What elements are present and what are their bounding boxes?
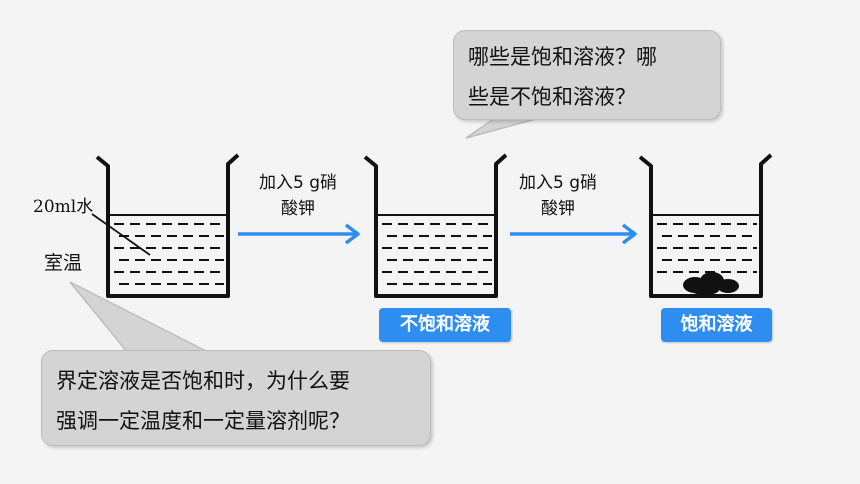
step-1-label: 加入5 g硝 酸钾: [248, 170, 348, 222]
volume-label: 20ml水: [33, 197, 94, 217]
top-bubble-line-1: 哪些是饱和溶液？哪: [468, 45, 657, 69]
temperature-label: 室温: [44, 252, 83, 274]
bottom-bubble-line-1: 界定溶液是否饱和时，为什么要: [56, 369, 350, 393]
step-2-line-2: 酸钾: [541, 199, 575, 219]
step-1-line-2: 酸钾: [281, 199, 315, 219]
step-1-line-1: 加入5 g硝: [258, 173, 337, 193]
bottom-bubble-line-2: 强调一定温度和一定量溶剂呢？: [56, 409, 350, 433]
top-bubble-line-2: 些是不饱和溶液？: [468, 85, 636, 109]
top-speech-bubble: 哪些是饱和溶液？哪 些是不饱和溶液？: [453, 30, 721, 120]
undissolved-solid: [683, 272, 739, 295]
step-2-label: 加入5 g硝 酸钾: [508, 170, 608, 222]
bottom-speech-bubble: 界定溶液是否饱和时，为什么要 强调一定温度和一定量溶剂呢？: [41, 350, 431, 446]
unsaturated-solution-tag: 不饱和溶液: [379, 308, 511, 342]
step-2-line-1: 加入5 g硝: [518, 173, 597, 193]
saturated-solution-tag: 饱和溶液: [661, 308, 772, 342]
